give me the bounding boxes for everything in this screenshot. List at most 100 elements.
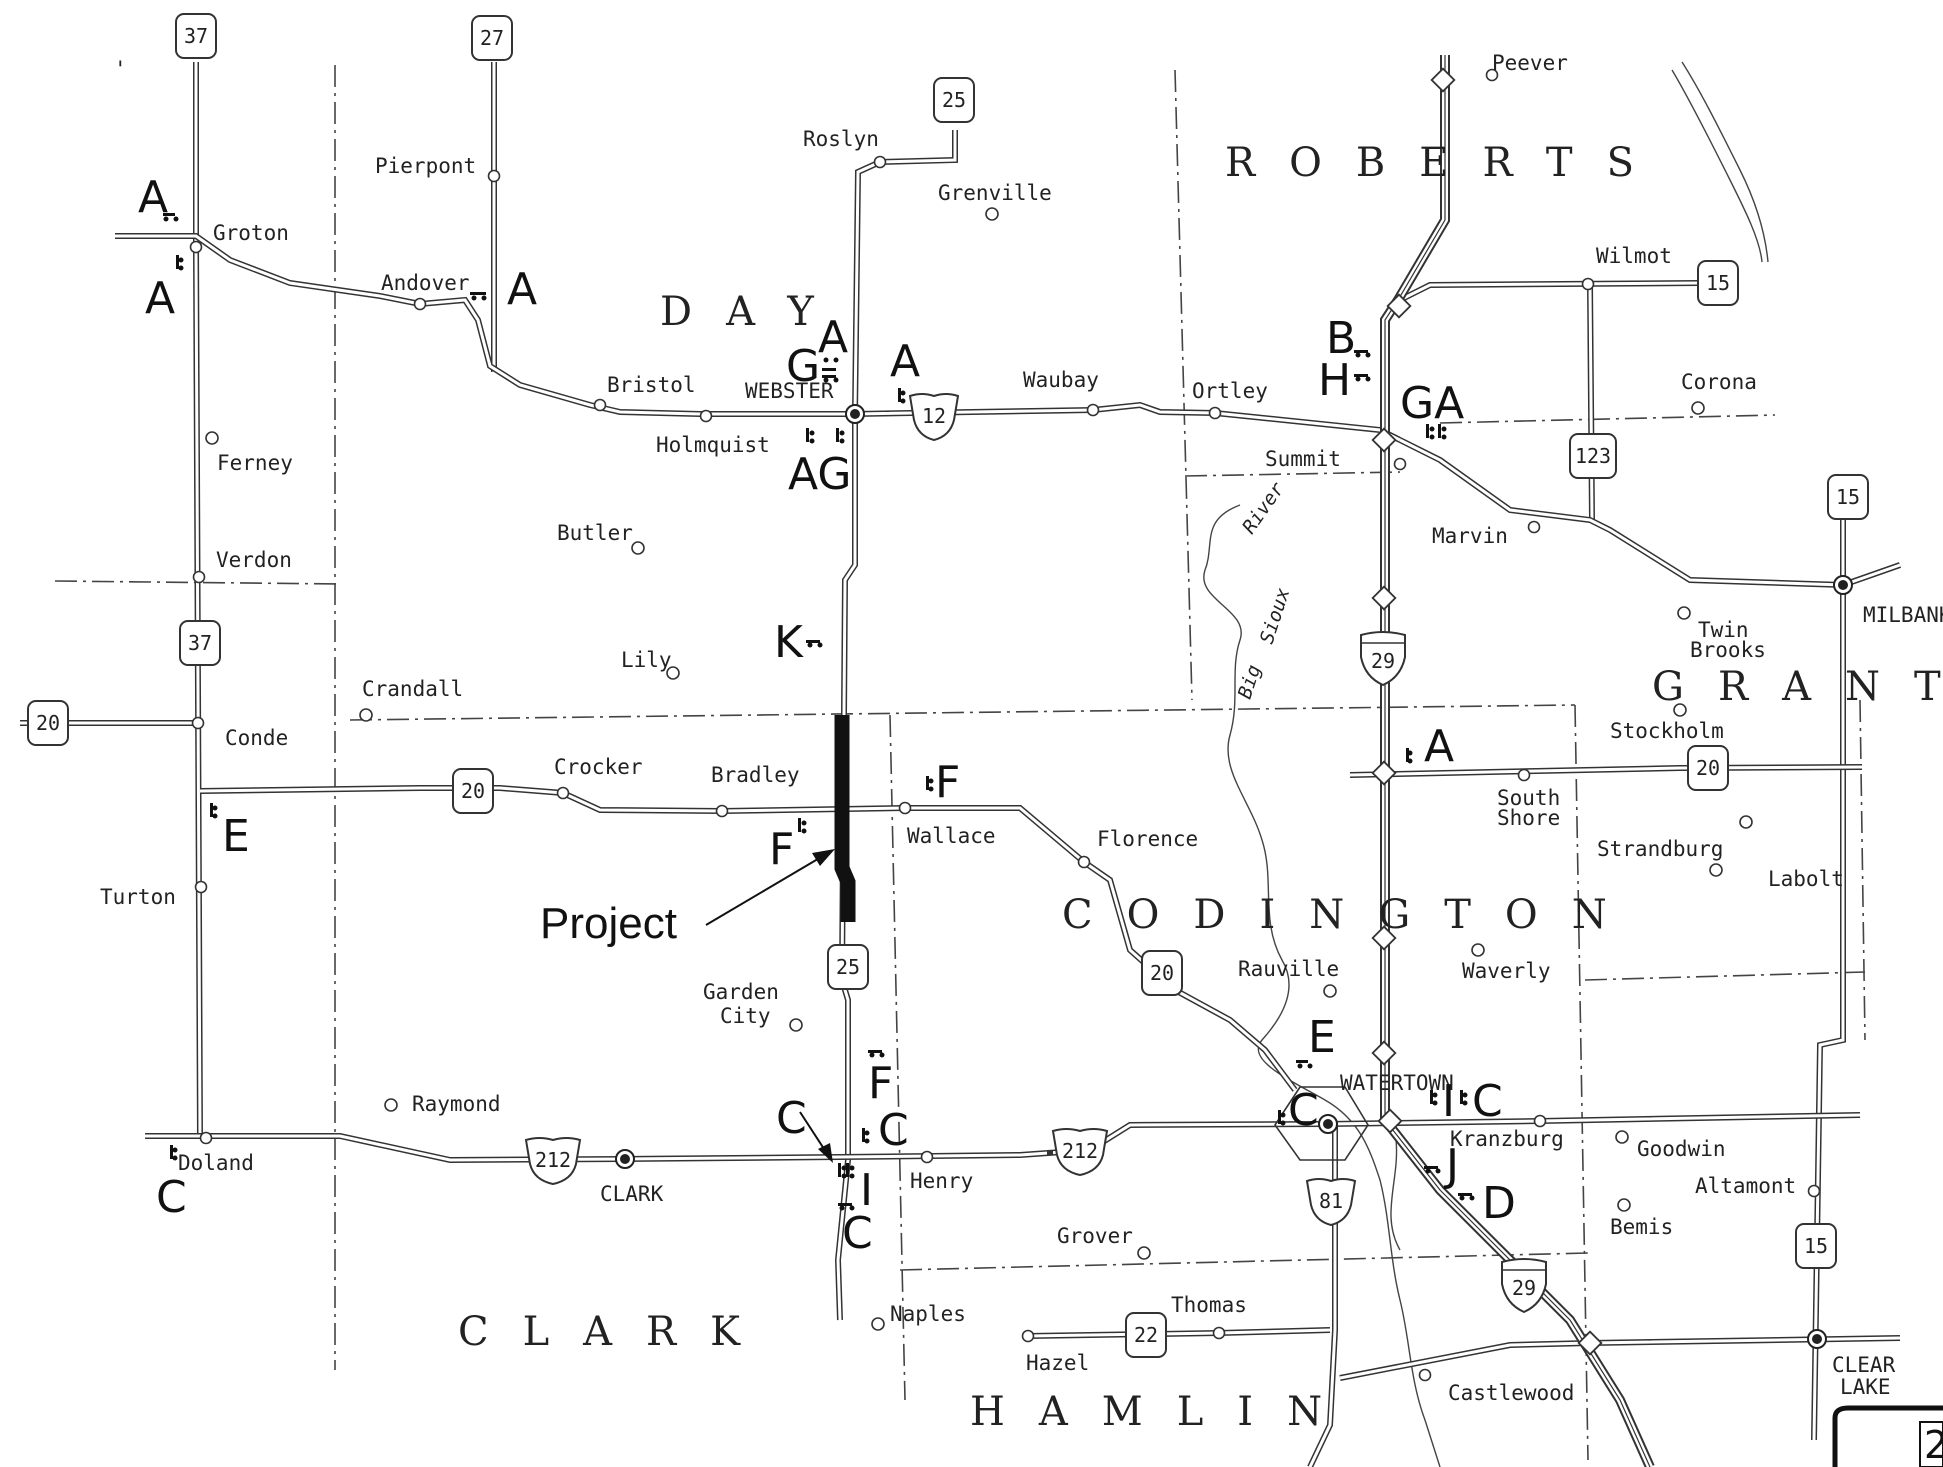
town-label: Wilmot: [1596, 244, 1672, 268]
town-hazel: Hazel: [1021, 1329, 1089, 1375]
shield-outline: [471, 15, 513, 61]
marker-letter: E: [222, 811, 250, 862]
town-label: Bristol: [607, 373, 696, 397]
town-label: Corona: [1681, 370, 1757, 394]
shield-outline: [179, 620, 221, 666]
town-dot: [1418, 1368, 1432, 1382]
town-dot: [871, 1317, 885, 1331]
shield-number: 81: [1319, 1189, 1343, 1213]
route-shield-37: 37: [179, 620, 221, 666]
town-clear: CLEAR: [1807, 1329, 1896, 1377]
shield-number: 15: [1804, 1234, 1828, 1258]
shield-outline: [1697, 260, 1739, 306]
route-shield-81: 81: [1305, 1178, 1357, 1227]
shield-outline: [1360, 631, 1406, 687]
project-arrowhead: [812, 849, 835, 866]
town-label: Ferney: [217, 451, 293, 475]
county-label-day: DAY: [660, 289, 848, 335]
shield-number: 22: [1134, 1323, 1158, 1347]
town-kranzburg: Kranzburg: [1450, 1114, 1564, 1151]
town-label: Naples: [890, 1302, 966, 1326]
marker-letter: G: [786, 341, 820, 392]
town-milbank: MILBANK: [1833, 575, 1943, 627]
town-label: Holmquist: [656, 433, 770, 457]
town-dot: [1086, 403, 1100, 417]
town-label: CLARK: [600, 1182, 664, 1206]
route-shield-20: 20: [27, 700, 69, 746]
town-dot: [1581, 277, 1595, 291]
town-florence: Florence: [1077, 827, 1198, 869]
town-dot: [1533, 1114, 1547, 1128]
town-dot: [556, 786, 570, 800]
town-dot: [1393, 457, 1407, 471]
marker-letter: E: [1308, 1012, 1336, 1063]
town-label: Shore: [1497, 806, 1560, 830]
town-dot: [191, 716, 205, 730]
route-shield-212: 212: [524, 1137, 582, 1186]
town-dot: [1021, 1329, 1035, 1343]
map-tick: ': [114, 57, 127, 81]
town-dot: [920, 1150, 934, 1164]
town-dot: [1615, 1130, 1629, 1144]
town-dot: [1677, 606, 1691, 620]
marker-letter: C: [156, 1172, 187, 1223]
town-label: Waubay: [1023, 368, 1099, 392]
town-lake: LAKE: [1840, 1375, 1891, 1399]
town-label: Butler: [557, 521, 633, 545]
county-label-hamlin: HAMLIN: [970, 1389, 1356, 1435]
town-dot: [1471, 943, 1485, 957]
town-raymond: Raymond: [384, 1092, 501, 1116]
shield-number: 15: [1836, 485, 1860, 509]
shield-number: 12: [922, 404, 946, 428]
shield-number: 20: [461, 779, 485, 803]
county-seat-dot-center: [1838, 580, 1848, 590]
shield-outline: [1125, 1312, 1167, 1358]
town-bristol: Bristol: [593, 373, 696, 412]
town-strandburg: Strandburg: [1597, 815, 1753, 861]
shield-outline: [1795, 1223, 1837, 1269]
marker-letter: B: [1326, 313, 1356, 364]
town-label: Lily: [621, 648, 672, 672]
marker-letter: GA: [1400, 378, 1464, 429]
town-peever: Peever: [1485, 51, 1568, 82]
county-label-clark: CLARK: [458, 1309, 774, 1355]
town-shore: Shore: [1497, 806, 1560, 830]
town-holmquist: Holmquist: [656, 409, 770, 457]
marker-letter: K: [774, 617, 804, 668]
route-shield-123: 123: [1569, 433, 1617, 479]
town-label: Ortley: [1192, 379, 1268, 403]
route-shield-212: 212: [1051, 1128, 1109, 1177]
town-label: Goodwin: [1637, 1137, 1726, 1161]
town-garden: Garden: [703, 980, 803, 1032]
town-label: Altamont: [1695, 1174, 1796, 1198]
project-label: Project: [540, 899, 677, 948]
county-seat-dot-center: [1812, 1334, 1822, 1344]
marker-letter: C: [776, 1093, 807, 1144]
county-seat-dot-center: [620, 1154, 630, 1164]
marker-letter: A: [145, 273, 175, 324]
town-bradley: Bradley: [711, 763, 800, 818]
shield-outline: [1141, 950, 1183, 996]
marker-letter: C: [1472, 1076, 1503, 1127]
town-castlewood: Castlewood: [1418, 1368, 1574, 1405]
route-shield-20: 20: [452, 768, 494, 814]
town-dot: [1691, 401, 1705, 415]
town-doland: Doland: [178, 1131, 254, 1175]
town-label: Hazel: [1026, 1351, 1089, 1375]
town-lily: Lily: [621, 648, 680, 680]
town-dot: [666, 666, 680, 680]
town-label: Grover: [1057, 1224, 1133, 1248]
town-labolt: Labolt: [1709, 863, 1844, 891]
town-label: Brooks: [1690, 638, 1766, 662]
shield-outline: [452, 768, 494, 814]
town-dot: [1485, 68, 1499, 82]
town-label: Peever: [1492, 51, 1568, 75]
town-dot: [487, 169, 501, 183]
town-wilmot: Wilmot: [1581, 244, 1672, 291]
town-label: Henry: [910, 1169, 973, 1193]
town-dot: [1323, 984, 1337, 998]
town-dot: [593, 398, 607, 412]
town-dot: [985, 207, 999, 221]
